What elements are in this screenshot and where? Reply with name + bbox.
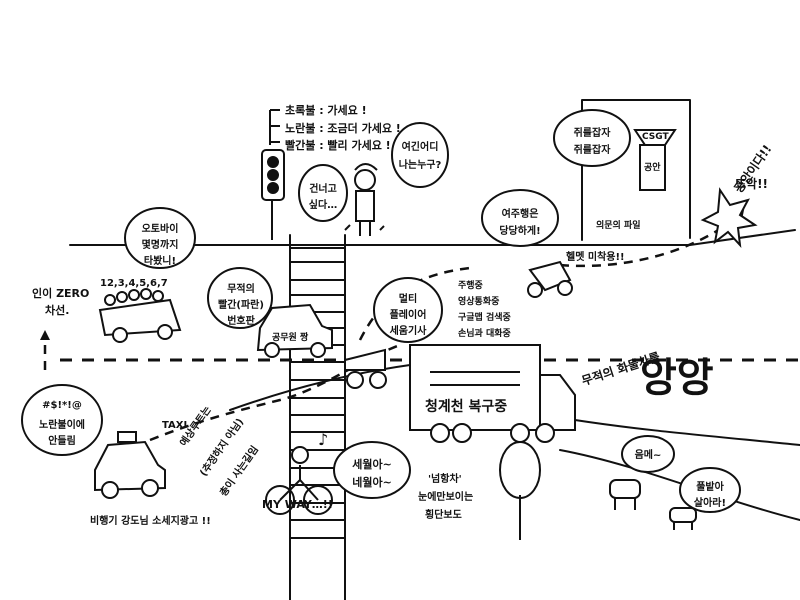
red-plate-3: 번호판 [227,316,255,327]
taxi-bubble-3: 안들림 [48,436,76,447]
multiplayer-3: 세움기사 [389,326,427,337]
tree [499,441,541,540]
cyclist-caption: MY WAY…!! [262,498,333,511]
multiplayer-list-2: 영상통화중 [458,297,500,307]
red-plate-bubble [207,267,273,329]
cow-bubble-1 [621,435,675,473]
lower-road-edge-left [229,364,411,411]
legend-red: 빨간불 : 빨리 가세요 ! [285,139,391,152]
multiplayer-bubble [373,277,443,343]
car-plate: 공무원 짱 [272,333,309,343]
red-plate-2: 빨간(파란) [218,300,264,311]
cow-bubble-2 [679,467,741,513]
taxi-caption: 비행기 강도님 소세지광고 !! [90,516,211,527]
cyclist-bubble-1: 세월아~ [352,458,392,471]
truck [409,344,576,443]
lane-label: 차선. [45,304,70,317]
taxi-bubble-2: 노란불이에 [39,420,85,431]
motorcycle-bubble-3: 타봤니! [143,256,177,267]
taxi-bubble-1: #$!*!@ [42,400,82,411]
cctv-box [633,129,677,191]
crosswalk-note-3: 횡단보도 [425,510,462,521]
multiplayer-scooter [344,348,387,389]
scooter [527,260,573,298]
cow-bubble-2-text-2: 살아라! [693,498,727,509]
cyclist-bubble-2: 네월아~ [352,476,392,489]
pedestrian-speech-2: 싶다… [308,200,338,211]
arrow-head-left [40,330,50,340]
cow-bubble-2-text-1: 풀밭아 [696,482,724,493]
top-right-building [581,99,691,241]
lower-road-edge-bottom [559,449,800,521]
rider-numbers: 12,3,4,5,6,7 [100,278,168,289]
cyclist-bubble [333,441,411,499]
motorcycle-bubble-2: 몇명까지 [141,240,179,251]
wanted-bubble [553,109,631,167]
taxi-sign: TAXI [162,420,188,431]
cyclist [265,446,333,515]
cow-1 [609,479,641,510]
crosswalk-note-2: 눈에만보이는 [418,492,474,503]
lower-road-edge-right [574,419,800,446]
scooter-speech-2: 당당하게! [499,226,541,237]
multiplayer-list-1: 주행중 [458,281,483,291]
truck-label: 청계천 복구중 [425,399,508,415]
pedestrian-thought-bubble [391,122,449,188]
multiplayer-1: 멀티 [398,294,418,305]
multiplayer-list-3: 구글맵 검색중 [458,313,511,323]
multiplayer-list-4: 손님과 대화중 [458,329,511,339]
pedestrian [344,163,385,236]
taxi-bubble [21,384,103,456]
cow-bubble-1-text: 음메~ [634,450,662,461]
wanted-line-2: 쥐를잡자 [573,145,611,156]
truck-sound: 앙앙 [640,355,714,401]
crosswalk-note-1: '넘항차' [428,474,462,485]
legend-yellow: 노란불 : 조금더 가세요 ! [285,122,401,135]
pedestrian-thought-2: 나는누구? [398,160,442,171]
motorcycle-bubble-1: 오토바이 [141,224,179,235]
pedestrian-thought-1: 여긴어디 [401,142,439,153]
cctv-sign: CSGT [642,132,669,142]
traffic-light [261,109,285,240]
cow-2 [669,507,697,530]
scooter-speech-1: 여주행은 [501,209,539,220]
taxi [94,431,166,499]
motorcycle-crowd [98,288,182,343]
scooter-bubble [481,189,559,247]
car-center [256,303,333,358]
helmet-caption: 헬멧 미착용!! [566,252,625,263]
exclaim-text-2: 뜨악!! [735,177,769,191]
file-caption: 의문의 파일 [596,221,641,231]
legend-green: 초록불 : 가세요 ! [285,104,367,117]
crosswalk-stripes [290,247,345,539]
cctv-box-label: 공안 [644,163,661,173]
wanted-line-1: 쥐를잡자 [573,128,611,139]
multiplayer-route [358,266,471,341]
pedestrian-speech-1: 건너고 [309,184,337,195]
zero-label: 인이 ZERO [32,287,90,300]
motorcycle-bubble [124,207,196,269]
multiplayer-2: 플레이어 [389,310,427,321]
red-plate-1: 무적의 [227,284,255,295]
music-note-icon: ♪ [318,430,329,449]
pedestrian-speech-bubble [298,164,348,222]
burst-icon [700,187,758,248]
